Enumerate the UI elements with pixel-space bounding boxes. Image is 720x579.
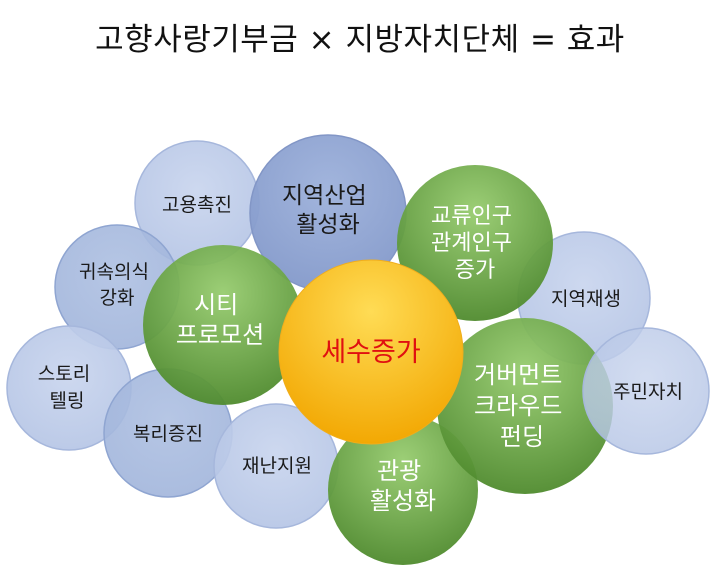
bubble-city-promotion-line: 시티 [194, 291, 238, 319]
bubble-exchange-population: 교류인구 관계인구 증가 [397, 165, 553, 321]
bubble-regional-revival-line: 지역재생 [551, 288, 621, 310]
svg-text:귀속의식 강화: 귀속의식 강화 [79, 261, 155, 309]
svg-text:지역산업 활성화: 지역산업 활성화 [282, 183, 374, 238]
bubble-city-promotion: 시티 프로모션 [143, 245, 303, 405]
svg-text:지역재생: 지역재생 [551, 288, 621, 310]
bubble-governance-funding-line: 크라우드 [474, 392, 562, 420]
svg-text:거버먼트 크라우드 펀딩: 거버먼트 크라우드 펀딩 [474, 361, 570, 451]
bubble-exchange-population-line: 증가 [455, 258, 495, 283]
bubble-governance-funding-line: 거버먼트 [474, 361, 562, 389]
bubble-exchange-population-line: 교류인구 [431, 204, 512, 229]
svg-text:고용촉진: 고용촉진 [162, 194, 232, 216]
bubble-tax-increase: 세수증가 [278, 259, 464, 445]
bubble-city-promotion-line: 프로모션 [176, 321, 264, 349]
bubble-storytelling-line: 텔링 [50, 390, 85, 412]
bubble-welfare-line: 복리증진 [133, 423, 203, 445]
svg-text:복리증진: 복리증진 [133, 423, 203, 445]
svg-text:관광 활성화: 관광 활성화 [370, 457, 436, 515]
bubble-regional-industry-line: 활성화 [296, 212, 359, 238]
bubble-employment-line: 고용촉진 [162, 194, 232, 216]
bubble-storytelling-line: 스토리 [38, 363, 90, 385]
diagram-title: 고향사랑기부금 × 지방자치단체 = 효과 [95, 22, 625, 58]
bubble-awareness-line: 귀속의식 [79, 261, 149, 283]
bubble-storytelling: 스토리 텔링 [6, 325, 132, 451]
bubble-tourism-line: 관광 [377, 457, 421, 485]
bubble-governance-funding: 거버먼트 크라우드 펀딩 [437, 318, 613, 494]
bubble-regional-industry: 지역산업 활성화 [249, 134, 407, 292]
svg-text:교류인구 관계인구 증가: 교류인구 관계인구 증가 [431, 204, 519, 283]
svg-text:시티 프로모션: 시티 프로모션 [176, 291, 264, 349]
bubble-resident-autonomy: 주민자치 [582, 327, 710, 455]
bubble-governance-funding-line: 펀딩 [500, 423, 544, 451]
bubble-exchange-population-line: 관계인구 [431, 231, 512, 256]
bubble-tax-increase-line: 세수증가 [321, 337, 420, 368]
bubble-disaster-line: 재난지원 [242, 455, 312, 477]
bubble-resident-autonomy-line: 주민자치 [613, 381, 683, 403]
bubble-tourism: 관광 활성화 [328, 415, 478, 565]
bubble-tourism-line: 활성화 [370, 487, 436, 515]
bubble-disaster: 재난지원 [213, 403, 339, 529]
bubble-regional-industry-line: 지역산업 [282, 183, 367, 209]
svg-text:세수증가: 세수증가 [321, 337, 420, 368]
bubble-awareness-line: 강화 [100, 287, 135, 309]
svg-text:주민자치: 주민자치 [613, 381, 683, 403]
svg-text:스토리 텔링: 스토리 텔링 [38, 363, 97, 412]
svg-text:재난지원: 재난지원 [242, 455, 312, 477]
